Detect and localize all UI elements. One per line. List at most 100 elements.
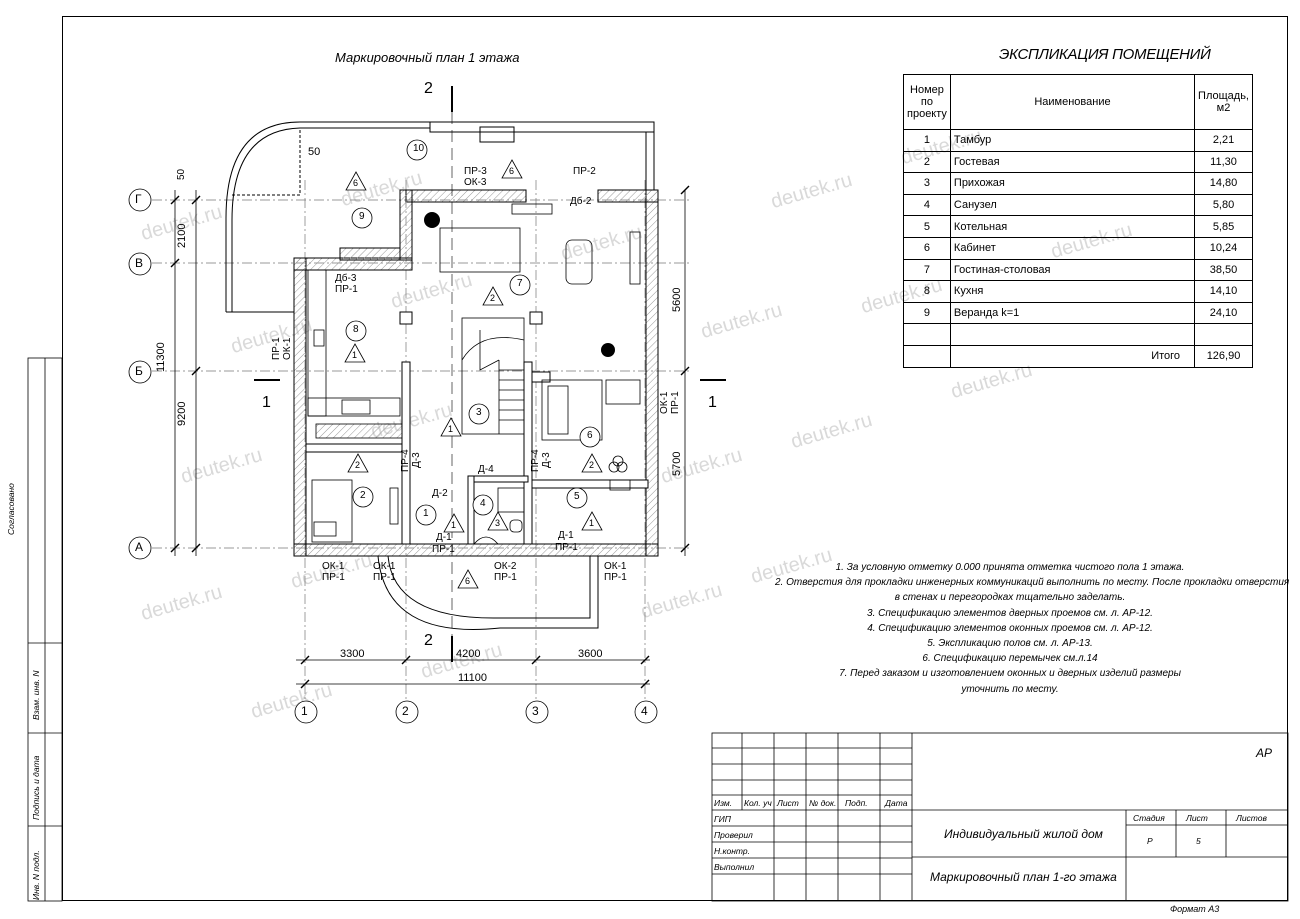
tb-col-list: Лист bbox=[777, 798, 799, 808]
note-line: 4. Спецификацию элементов оконных проемо… bbox=[867, 622, 1153, 634]
project-name: Индивидуальный жилой дом bbox=[944, 827, 1103, 841]
dim-bottom-2: 4200 bbox=[456, 648, 481, 660]
stairs bbox=[461, 317, 525, 435]
tb-col-doc: № док. bbox=[809, 798, 837, 808]
note-line: 1. За условную отметку 0.000 принята отм… bbox=[835, 562, 1185, 573]
opening-ok1-a: ОК-1 bbox=[322, 561, 345, 572]
opening-pr4-right: ПР-4 bbox=[530, 449, 541, 472]
opening-pr1-d1b: ПР-1 bbox=[555, 542, 578, 553]
sheets-label: Листов bbox=[1236, 813, 1267, 823]
opening-d4: Д-4 bbox=[478, 464, 494, 475]
note-line: 7. Перед заказом и изготовлением оконных… bbox=[839, 668, 1181, 680]
cell-name: Котельная bbox=[949, 215, 1196, 238]
axis-label-1: 1 bbox=[301, 704, 308, 718]
explication-table: Номер по проекту Наименование Площадь, м… bbox=[903, 74, 1253, 368]
cell-num: 5 bbox=[903, 215, 951, 238]
cell-empty bbox=[903, 344, 951, 368]
veranda bbox=[225, 121, 655, 313]
header-area: Площадь, м2 bbox=[1194, 74, 1253, 130]
format-label: Формат А3 bbox=[1170, 904, 1220, 914]
cell-area: 2,21 bbox=[1194, 129, 1253, 152]
side-sign-date: Подпись и дата bbox=[31, 755, 41, 820]
opening-pr2: ПР-2 bbox=[573, 166, 596, 177]
stage-label: Стадия bbox=[1133, 813, 1165, 823]
side-stamp-frame bbox=[27, 357, 63, 902]
dim-bottom-3: 3600 bbox=[578, 648, 603, 660]
section-mark-left: 1 bbox=[262, 394, 271, 411]
table-row-empty bbox=[903, 323, 1253, 346]
cell-area: 14,10 bbox=[1194, 280, 1253, 303]
sheet-value: 5 bbox=[1196, 836, 1201, 846]
outer-walls bbox=[293, 189, 659, 557]
cell-num: 3 bbox=[903, 172, 951, 195]
opening-pr1-d1: ПР-1 bbox=[432, 544, 455, 555]
opening-ok1-c: ОК-1 bbox=[604, 561, 627, 572]
room-circles bbox=[345, 139, 601, 526]
explication-title: ЭКСПЛИКАЦИЯ ПОМЕЩЕНИЙ bbox=[999, 46, 1211, 63]
floor-type-label: 6 bbox=[465, 576, 471, 586]
tb-col-izm: Изм. bbox=[714, 798, 733, 808]
note-line: в стенах и перегородках тщательно задела… bbox=[894, 592, 1126, 604]
interior-walls bbox=[305, 311, 649, 545]
opening-pr1: ПР-1 bbox=[335, 284, 358, 295]
tb-role-ncontr: Н.контр. bbox=[714, 846, 750, 856]
floor-type-triangles bbox=[344, 159, 603, 589]
section-mark-right: 1 bbox=[708, 394, 717, 411]
floor-type-label: 6 bbox=[509, 166, 515, 176]
room-number-10: 10 bbox=[413, 143, 425, 154]
tb-role-gip: ГИП bbox=[714, 814, 731, 824]
opening-pr3: ПР-3 bbox=[464, 166, 487, 177]
tb-col-kol: Кол. уч bbox=[744, 798, 772, 808]
floor-type-label: 3 bbox=[495, 518, 501, 528]
cell-empty bbox=[949, 323, 1196, 346]
floor-type-label: 1 bbox=[352, 350, 358, 360]
opening-pr1-left: ПР-1 bbox=[271, 337, 282, 360]
cell-num: 8 bbox=[903, 280, 951, 303]
sheet-label: Лист bbox=[1186, 813, 1208, 823]
axis-label-3: 3 bbox=[532, 704, 539, 718]
cell-name: Тамбур bbox=[949, 129, 1196, 152]
opening-pr1-right: ПР-1 bbox=[670, 391, 681, 414]
axis-bubbles bbox=[128, 188, 658, 724]
opening-d1-b: Д-1 bbox=[558, 530, 574, 541]
total-value: 126,90 bbox=[1194, 344, 1253, 368]
opening-ok2: ОК-2 bbox=[494, 561, 517, 572]
opening-d3-right: Д-3 bbox=[541, 452, 552, 468]
opening-d1: Д-1 bbox=[436, 532, 452, 543]
general-notes: 1. За условную отметку 0.000 принята отм… bbox=[775, 560, 1289, 697]
note-line: уточнить по месту. bbox=[961, 683, 1059, 695]
room-number-1: 1 bbox=[423, 508, 429, 519]
room-number-9: 9 bbox=[359, 211, 365, 222]
cell-area: 11,30 bbox=[1194, 150, 1253, 174]
cell-name: Прихожая bbox=[949, 172, 1196, 195]
opening-d2: Д-2 bbox=[432, 488, 448, 499]
floor-type-label: 1 bbox=[589, 518, 595, 528]
dim-left-total: 11300 bbox=[155, 342, 167, 372]
room-number-7: 7 bbox=[517, 278, 523, 289]
cell-num: 2 bbox=[903, 150, 951, 174]
opening-ok3: ОК-3 bbox=[464, 177, 487, 188]
floor-type-label: 2 bbox=[490, 293, 496, 303]
section-mark-top: 2 bbox=[424, 80, 433, 97]
dim-left-9200: 9200 bbox=[176, 401, 188, 426]
cell-name: Санузел bbox=[949, 193, 1196, 217]
dim-right-5700: 5700 bbox=[671, 451, 683, 476]
cell-area: 24,10 bbox=[1194, 301, 1253, 325]
opening-pr1-c: ПР-1 bbox=[494, 572, 517, 583]
side-inv-orig: Инв. N подл. bbox=[31, 850, 41, 900]
dim-right-5600: 5600 bbox=[671, 287, 683, 312]
table-header-row: Номер по проекту Наименование Площадь, м… bbox=[903, 74, 1253, 130]
room-number-6: 6 bbox=[587, 430, 593, 441]
tb-col-date: Дата bbox=[885, 798, 908, 808]
cell-empty bbox=[903, 323, 951, 346]
cell-empty bbox=[1194, 323, 1253, 346]
cell-area: 5,80 bbox=[1194, 193, 1253, 217]
sheet-frame bbox=[62, 16, 1288, 901]
